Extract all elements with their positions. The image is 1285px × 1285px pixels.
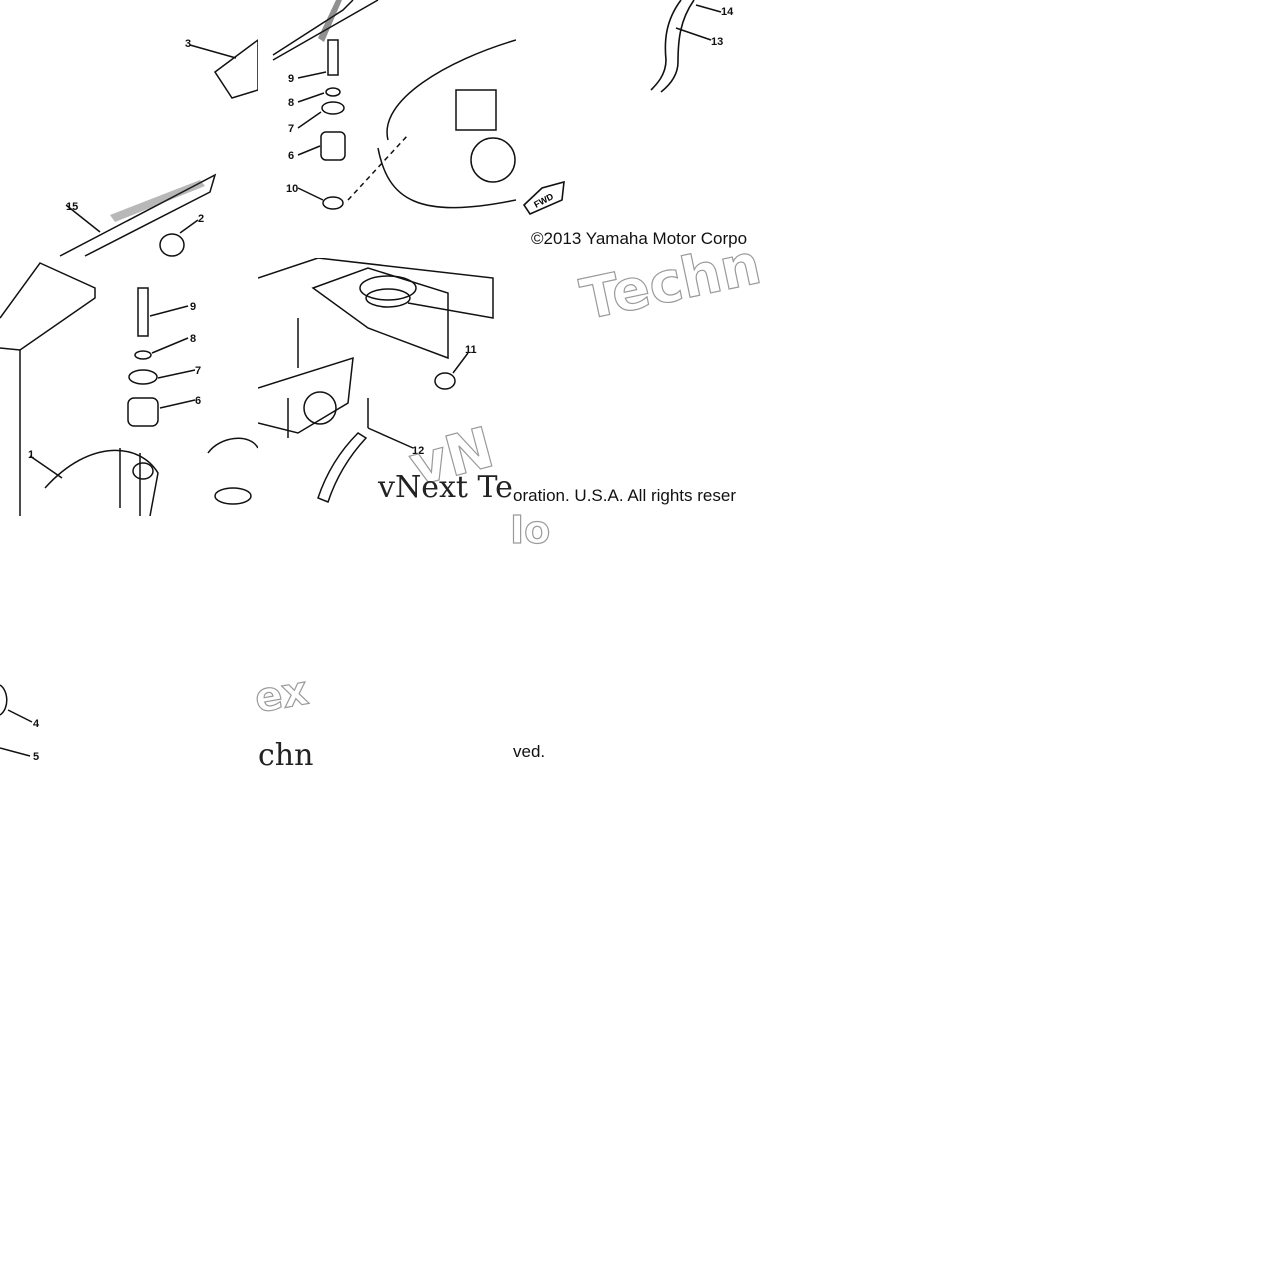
copyright-line-b: oration. U.S.A. All rights reser: [513, 486, 736, 505]
callout-4: 4: [33, 718, 40, 730]
callout-15: 15: [66, 201, 78, 213]
callout-10: 10: [286, 183, 298, 195]
callout-7: 7: [288, 123, 294, 135]
callout-1: 1: [28, 449, 34, 461]
hose-part-13: [650, 0, 682, 91]
callout-14: 14: [721, 6, 734, 18]
callout-6b: 6: [195, 395, 201, 407]
diagram-tile-center: 11 12: [258, 258, 516, 516]
washer-part-10: [322, 196, 344, 210]
bolt-part-9b: [137, 287, 149, 337]
hose-part-12: [317, 432, 368, 503]
callout-13: 13: [711, 36, 723, 48]
cap-part-11: [434, 372, 456, 390]
callout-8: 8: [288, 97, 294, 109]
washer-part-8: [325, 87, 341, 97]
diagram-tile-top-right: 14 13 FWD: [516, 0, 774, 258]
filler-neck: [359, 275, 417, 301]
grommet-part-2: [159, 233, 185, 257]
callout-8b: 8: [190, 333, 196, 345]
cover-part-15: [59, 173, 217, 257]
diagram-tile-top-left: 3 15 2: [0, 0, 258, 258]
diagram-tile-middle-left: 9 8 7 6 1: [0, 258, 258, 516]
tank-part-1: [44, 449, 159, 516]
callout-9b: 9: [190, 301, 196, 313]
seat-block: [0, 262, 96, 351]
callout-5: 5: [33, 751, 39, 763]
callout-11: 11: [465, 344, 477, 356]
tank-opening: [470, 137, 516, 183]
bracket: [258, 356, 354, 434]
watermark-chn: chn: [258, 738, 314, 773]
copyright-line-c: ved.: [513, 742, 546, 761]
part-5: [0, 747, 31, 757]
callout-7b: 7: [195, 365, 201, 377]
damper-part-6b: [127, 397, 159, 427]
collar-part-7: [321, 101, 345, 115]
filler-body: [311, 267, 449, 360]
callout-9: 9: [288, 73, 294, 85]
fwd-arrow: [522, 180, 565, 216]
watermark-ex: ex: [251, 667, 312, 723]
diagram-tile-lower-left: 4 5: [0, 680, 60, 770]
collar-part-7b: [128, 369, 158, 385]
copyright-line-a: ©2013 Yamaha Motor Corpo: [531, 229, 748, 248]
part-4: [0, 684, 8, 716]
damper-part-6: [320, 131, 346, 161]
bolt-part-9: [327, 39, 339, 76]
callout-6: 6: [288, 150, 294, 162]
o-ring: [214, 487, 252, 505]
diagram-tile-top-middle: 9 8 7 6 10: [258, 0, 516, 258]
watermark-io: Io: [509, 507, 551, 552]
callout-2: 2: [198, 213, 204, 225]
plate-part-3: [213, 39, 258, 99]
watermark-vnext-te: vNext Te: [378, 470, 513, 505]
washer-part-8b: [134, 350, 152, 360]
tank-outline: [386, 39, 516, 141]
callout-3: 3: [185, 38, 191, 50]
callout-12: 12: [412, 445, 424, 457]
